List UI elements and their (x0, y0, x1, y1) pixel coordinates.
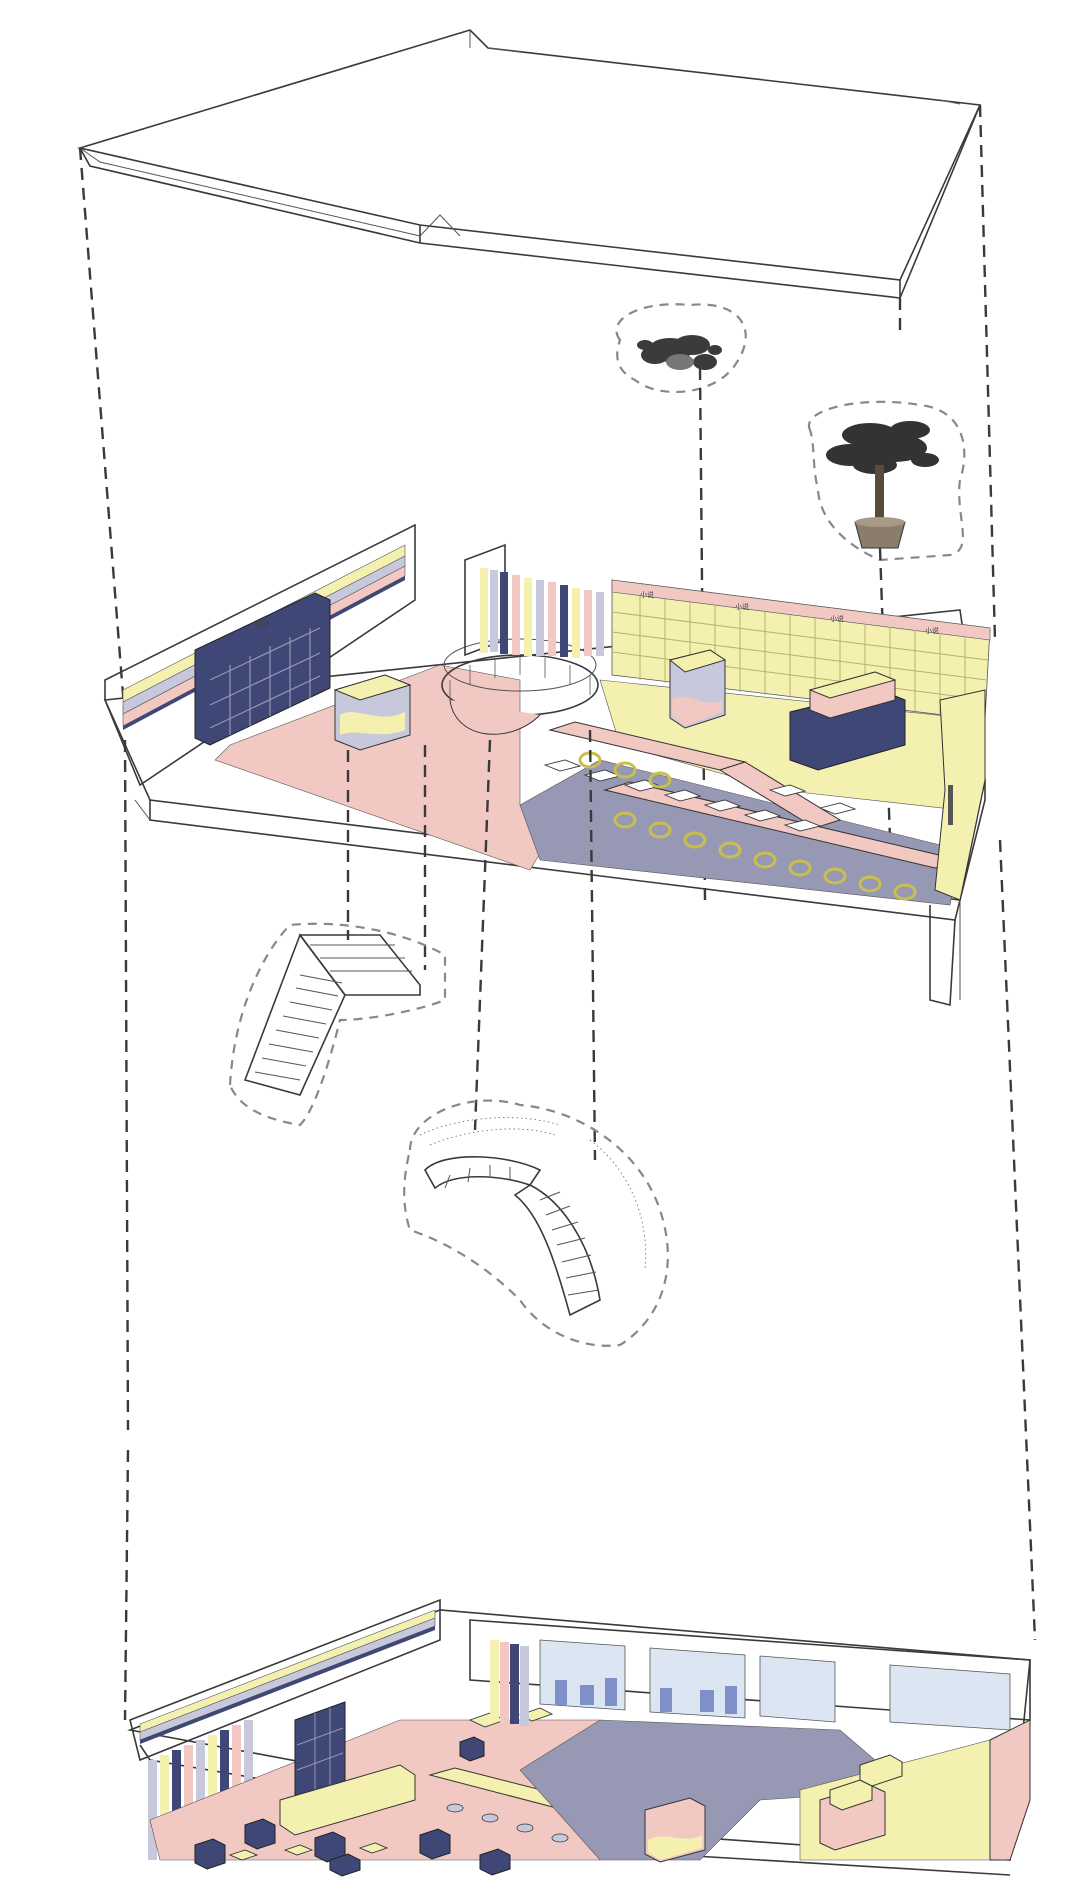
shelf-tag-4: 小说 (925, 626, 939, 635)
reading-bench (548, 721, 962, 869)
info-kiosk (668, 649, 727, 729)
left-striped-panels (148, 1720, 253, 1860)
shelf-tag-2: 小说 (735, 602, 749, 611)
spiral-staircase (403, 1099, 669, 1347)
reading-desks (543, 759, 857, 832)
armchairs (194, 1736, 511, 1877)
shelf-tag-3: 小说 (830, 614, 844, 623)
straight-staircase (228, 922, 447, 1127)
spiral-stair-opening (441, 638, 599, 735)
ground-reception-counter (279, 1764, 416, 1836)
reception-counter (333, 674, 412, 751)
money-tree (807, 400, 966, 841)
ground-floor-plan (127, 1598, 1031, 1877)
ring-stools (578, 751, 917, 901)
shelf-tag-1: 小说 (640, 590, 654, 599)
exploded-guide-lines (78, 104, 1037, 1721)
upper-floor-plan: 书架 (103, 523, 991, 1007)
window-wall (469, 1619, 1031, 1731)
bar-stools (446, 1803, 569, 1843)
striped-wall-panels (464, 543, 604, 658)
book-display-table (789, 671, 906, 771)
ground-display-stands (819, 1754, 903, 1851)
wall-bookcase: 书架 (194, 592, 331, 746)
ground-kiosk (644, 1797, 706, 1863)
stair-guide-lines (346, 729, 597, 1161)
roof-slab (76, 29, 982, 299)
bookcase-tag: 书架 (255, 620, 269, 629)
